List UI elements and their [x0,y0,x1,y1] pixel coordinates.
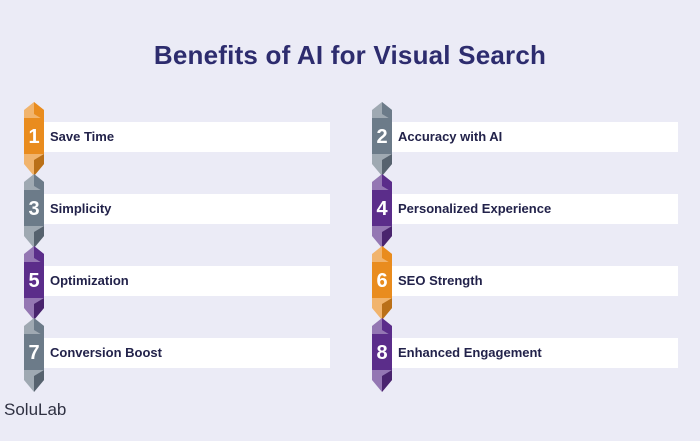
benefit-item: 3 Simplicity [22,168,332,256]
benefit-item: 7 Conversion Boost [22,312,332,400]
item-label: Save Time [50,129,115,144]
benefit-bar [44,338,330,368]
item-label: Optimization [50,273,129,288]
item-number: 3 [28,198,40,220]
item-number: 7 [28,342,40,364]
number-badge-icon [24,318,44,392]
number-badge-icon [372,246,392,320]
item-label: Conversion Boost [50,345,162,360]
number-badge-icon [24,102,44,176]
number-badge-icon [372,174,392,248]
benefit-bar [44,194,330,224]
benefit-bar [392,122,678,152]
item-number: 1 [28,126,40,148]
item-label: Enhanced Engagement [398,345,542,360]
item-label: SEO Strength [398,273,483,288]
item-number: 6 [376,270,388,292]
item-number: 5 [28,270,40,292]
number-badge-icon [24,174,44,248]
item-label: Accuracy with AI [398,129,503,144]
item-number: 2 [376,126,388,148]
benefit-bar [392,194,678,224]
number-badge-icon [24,246,44,320]
page-title: Benefits of AI for Visual Search [153,40,547,70]
benefit-bar [392,338,678,368]
benefit-item: 1 Save Time [22,96,332,184]
item-label: Personalized Experience [398,201,552,216]
benefit-bar [392,266,678,296]
brand-logo: SoluLab [4,400,67,419]
item-label: Simplicity [50,201,112,216]
benefit-item: 8 Enhanced Engagement [370,312,680,400]
number-badge-icon [372,102,392,176]
benefit-item: 6 SEO Strength [370,240,680,328]
benefit-bar [44,266,330,296]
item-number: 4 [376,198,388,220]
benefit-item: 4 Personalized Experience [370,168,680,256]
number-badge-icon [372,318,392,392]
benefit-item: 2 Accuracy with AI [370,96,680,184]
benefit-bar [44,122,330,152]
item-number: 8 [376,342,388,364]
benefit-item: 5 Optimization [22,240,332,328]
